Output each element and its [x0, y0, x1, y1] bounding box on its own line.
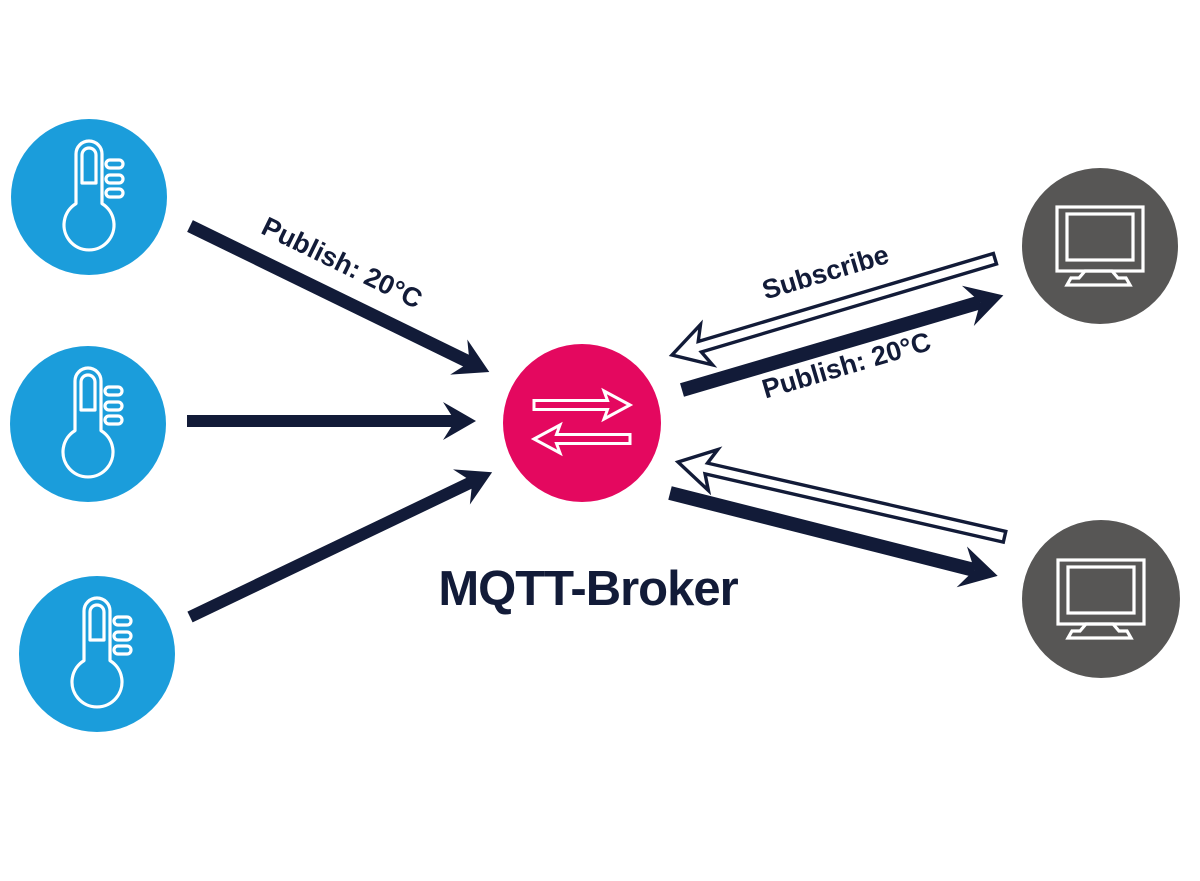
client-node-2	[1022, 520, 1180, 678]
broker-circle	[503, 344, 661, 502]
broker-node	[503, 344, 661, 502]
arrow-publish-sensor1-to-broker	[187, 220, 490, 375]
thermometer-icon	[70, 596, 133, 709]
arrow-publish-sensor3-to-broker	[187, 469, 493, 623]
sensor-circle	[11, 119, 167, 275]
client-circle	[1022, 520, 1180, 678]
arrow-publish-broker-to-client2	[668, 486, 998, 588]
client-circle	[1022, 168, 1178, 324]
thermometer-icon	[61, 366, 124, 479]
monitor-icon	[1056, 558, 1146, 640]
arrow-publish-sensor2-to-broker	[187, 402, 476, 440]
arrow-subscribe-client2-to-broker	[674, 446, 1008, 545]
sensor-node-2	[10, 346, 166, 502]
broker-title: MQTT-Broker	[438, 562, 738, 616]
swap-arrows-icon	[530, 387, 634, 457]
monitor-icon	[1055, 205, 1145, 287]
sensor-circle	[10, 346, 166, 502]
arrow-subscribe-client1-to-broker	[668, 251, 999, 368]
arrow-publish-broker-to-client1	[680, 285, 1004, 397]
sensor-node-3	[19, 576, 175, 732]
thermometer-icon	[62, 139, 125, 252]
client-node-1	[1022, 168, 1178, 324]
sensor-node-1	[11, 119, 167, 275]
sensor-circle	[19, 576, 175, 732]
